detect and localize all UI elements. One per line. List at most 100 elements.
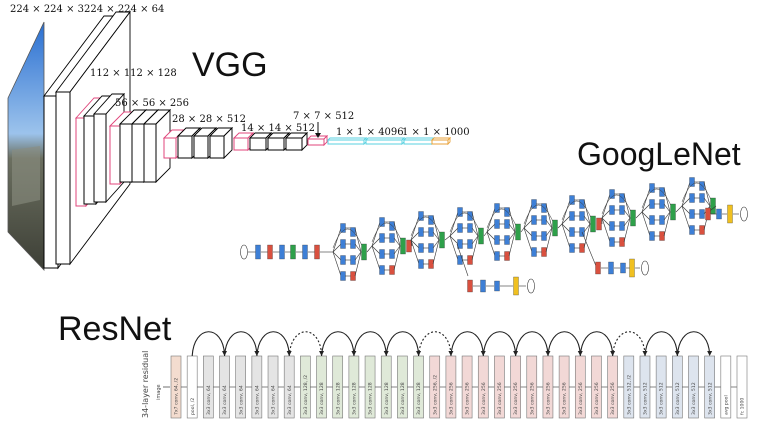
- googlenet-output: [240, 244, 248, 260]
- resnet-layer-label-27: 3x3 conv, 256: [594, 382, 600, 415]
- googlenet-edge: [456, 243, 469, 277]
- googlenet-edge: [449, 211, 459, 237]
- vgg-dim-conv5: 14 × 14 × 512: [241, 123, 315, 134]
- googlenet-layer-96: [699, 225, 705, 235]
- resnet-layer-label-24: 3x3 conv, 256: [546, 382, 552, 415]
- vgg-dim-conv4: 28 × 28 × 512: [172, 114, 246, 125]
- googlenet-edge: [471, 235, 479, 261]
- googlenet-layer-52: [515, 223, 521, 241]
- googlenet-layer-34: [439, 231, 445, 249]
- googlenet-output: [527, 278, 535, 294]
- vgg-pool4: [233, 137, 249, 151]
- resnet-skip-connection: [288, 331, 323, 357]
- googlenet-edge: [520, 227, 525, 233]
- googlenet-layer-89: [670, 203, 676, 221]
- resnet-layer-label-22: 3x3 conv, 256: [513, 382, 519, 415]
- googlenet-layer-80: [630, 209, 636, 227]
- resnet-layer-label-1: 7x7 conv, 64, /2: [174, 378, 180, 415]
- googlenet-layer-71: [596, 217, 602, 231]
- vgg-dim-pool5: 7 × 7 × 512: [293, 111, 354, 122]
- resnet-layer-label-36: fc 1000: [740, 398, 746, 415]
- googlenet-layer-108: [620, 262, 626, 274]
- googlenet-layer-66: [579, 211, 585, 221]
- resnet-layer-label-29: 3x3 conv, 512, /2: [626, 375, 632, 415]
- resnet-layer-label-21: 3x3 conv, 256: [497, 382, 503, 415]
- resnet-skip-connection: [515, 331, 549, 357]
- googlenet-arc: [410, 216, 442, 237]
- googlenet-edge: [354, 227, 362, 253]
- googlenet-edge: [623, 217, 631, 227]
- googlenet-edge: [410, 239, 420, 265]
- googlenet-edge: [332, 243, 342, 253]
- googlenet-layer-30: [428, 227, 434, 237]
- vgg-dim-fc: 1 × 1 × 4096: [336, 127, 404, 138]
- googlenet-edge: [545, 203, 553, 229]
- googlenet-edge: [432, 231, 440, 241]
- googlenet-edge: [523, 227, 533, 253]
- googlenet-edge: [332, 251, 342, 261]
- googlenet-edge: [371, 245, 381, 271]
- googlenet-layer-20: [389, 233, 395, 243]
- resnet-layer-label-25: 3x3 conv, 256: [562, 382, 568, 415]
- googlenet-edge: [432, 215, 440, 241]
- googlenet-edge: [641, 211, 651, 237]
- googlenet-layer-2: [267, 244, 273, 260]
- resnet-layer-label-23: 3x3 conv, 256: [529, 382, 535, 415]
- googlenet-edge: [681, 197, 691, 207]
- resnet-layer-label-32: 3x3 conv, 512: [675, 382, 681, 415]
- googlenet-edge: [561, 223, 571, 249]
- googlenet-output: [641, 260, 649, 276]
- resnet-skip-connection: [385, 331, 420, 357]
- googlenet-layer-94: [699, 193, 705, 203]
- googlenet-layer-109: [629, 258, 635, 278]
- googlenet-edge: [486, 231, 496, 257]
- googlenet-layer-86: [659, 215, 665, 225]
- googlenet-layer-25: [406, 239, 412, 253]
- resnet-layer-label-10: 3x3 conv, 128: [319, 382, 325, 415]
- googlenet-layer-12: [350, 255, 356, 265]
- googlenet-arc: [486, 208, 518, 229]
- vgg-pool5: [307, 138, 325, 146]
- resnet-input-label: image: [156, 384, 162, 400]
- resnet-layer-label-11: 3x3 conv, 128: [335, 382, 341, 415]
- googlenet-edge: [561, 215, 571, 225]
- resnet-skip-arrowhead: [610, 351, 616, 356]
- vgg-fc2: [365, 139, 403, 145]
- googlenet-edge: [393, 237, 401, 247]
- googlenet-edge: [486, 231, 496, 241]
- googlenet-edge: [523, 227, 533, 237]
- vgg-input-image-detail: [12, 146, 40, 206]
- vgg-conv5-b: [267, 137, 285, 151]
- vgg-conv4-a: [177, 135, 193, 159]
- googlenet-edge: [703, 181, 711, 207]
- vgg-dim-softmax: 1 × 1 × 1000: [402, 127, 470, 138]
- googlenet-edge: [366, 245, 373, 253]
- vgg-pool5-arrowhead: [315, 133, 321, 138]
- googlenet-layer-48: [504, 219, 510, 229]
- googlenet-edge: [663, 187, 671, 213]
- resnet-layer-label-8: 3x3 conv, 64: [287, 385, 293, 415]
- resnet-skip-connection: [320, 331, 355, 357]
- googlenet-layer-95: [699, 209, 705, 219]
- googlenet-edge: [486, 207, 496, 233]
- vgg-dim-conv3: 56 × 56 × 256: [115, 98, 189, 109]
- googlenet-edge: [508, 223, 516, 233]
- resnet-skip-arrowhead: [707, 351, 713, 356]
- resnet-skip-connection: [547, 331, 581, 357]
- googlenet-edge: [486, 223, 496, 233]
- googlenet-layer-51: [504, 207, 510, 217]
- googlenet-edge: [371, 245, 381, 255]
- googlenet-edge: [641, 211, 651, 221]
- googlenet-edge: [663, 211, 671, 237]
- googlenet-layer-42: [467, 211, 473, 221]
- googlenet-layer-24: [400, 237, 406, 255]
- googlenet-edge: [623, 217, 631, 243]
- googlenet-layer-15: [361, 243, 367, 261]
- resnet-layer-label-28: 3x3 conv, 256: [610, 382, 616, 415]
- googlenet-layer-33: [428, 215, 434, 225]
- googlenet-layer-40: [467, 239, 473, 249]
- googlenet-edge: [371, 237, 381, 247]
- googlenet-edge: [583, 215, 591, 225]
- resnet-skip-connection: [191, 331, 226, 357]
